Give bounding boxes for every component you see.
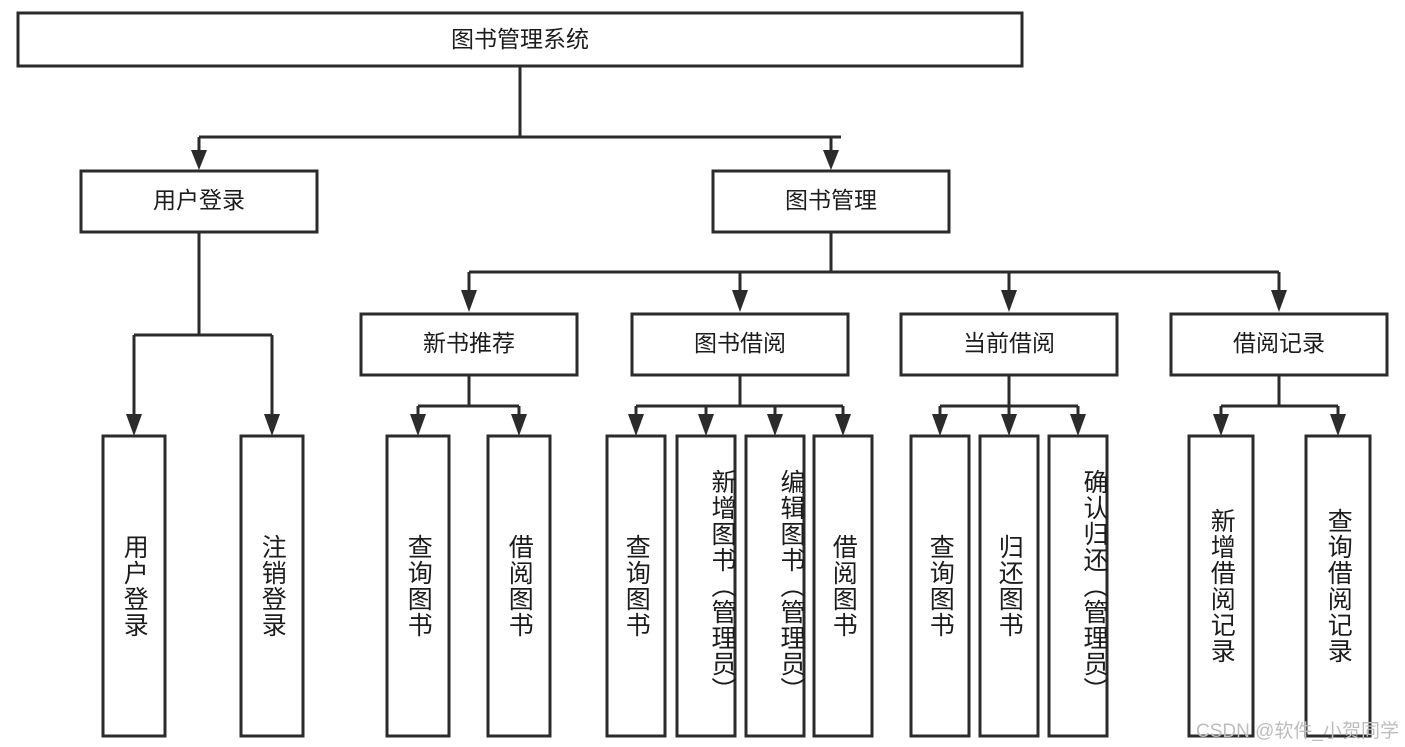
node-borrow-record-box[interactable]	[1169, 312, 1389, 377]
arrow-head-leaf-new-book-1	[511, 414, 527, 436]
arrow-head-leaf-current-borrow-2	[1070, 414, 1086, 436]
leaf-box-current-borrow-2[interactable]	[1047, 434, 1109, 738]
leaf-box-borrow-record-0[interactable]	[1187, 434, 1255, 738]
csdn-watermark: CSDN @软件_小贺同学	[1196, 721, 1399, 742]
arrow-head-book-manage	[823, 150, 839, 170]
arrow-head-new-book	[461, 290, 477, 312]
node-user-login[interactable]: 用户登录	[79, 169, 319, 234]
connector-group-current-borrow	[932, 375, 1086, 436]
leaf-boxes-book-borrow	[605, 434, 874, 738]
leaf-box-new-book-1[interactable]	[486, 434, 552, 738]
leaf-boxes-borrow-record	[1187, 434, 1372, 738]
arrow-head-leaf-book-borrow-2	[767, 414, 783, 436]
leaf-box-book-borrow-1[interactable]	[675, 434, 737, 738]
arrow-head-leaf-book-borrow-0	[628, 414, 644, 436]
connector-group-root	[191, 67, 841, 170]
node-root-label: 图书管理系统	[451, 26, 589, 52]
leaf-boxes-current-borrow	[909, 434, 1109, 738]
node-book-borrow-box[interactable]	[630, 312, 850, 377]
leaf-box-book-borrow-3[interactable]	[812, 434, 874, 738]
node-new-book-recommend-label: 新书推荐	[423, 330, 515, 356]
node-user-login-box[interactable]	[79, 169, 319, 234]
arrow-head-leaf-current-borrow-1	[1001, 414, 1017, 436]
leaf-box-current-borrow-0[interactable]	[909, 434, 971, 738]
node-root-box[interactable]	[16, 11, 1024, 68]
node-current-borrow[interactable]: 当前借阅	[899, 312, 1119, 377]
arrow-head-user-login	[191, 150, 207, 170]
leaf-box-new-book-0[interactable]	[385, 434, 451, 738]
leaf-box-current-borrow-1[interactable]	[978, 434, 1040, 738]
arrow-head-current-borrow	[1001, 290, 1017, 312]
arrow-head-borrow-record	[1271, 290, 1287, 312]
arrow-head-book-borrow	[732, 290, 748, 312]
node-current-borrow-label: 当前借阅	[963, 330, 1055, 356]
arrow-head-leaf-book-borrow-1	[698, 414, 714, 436]
leaf-box-book-borrow-2[interactable]	[744, 434, 806, 738]
connector-group-borrow-record	[1213, 375, 1346, 436]
leaf-box-user-login-1[interactable]	[239, 434, 305, 738]
node-book-manage-label: 图书管理	[785, 187, 877, 213]
node-borrow-record[interactable]: 借阅记录	[1169, 312, 1389, 377]
node-book-borrow-label: 图书借阅	[694, 330, 786, 356]
arrow-head-leaf-borrow-record-0	[1213, 414, 1229, 436]
node-book-manage[interactable]: 图书管理	[711, 169, 951, 234]
node-new-book-recommend-box[interactable]	[359, 312, 579, 377]
arrow-head-leaf-current-borrow-0	[932, 414, 948, 436]
node-new-book-recommend[interactable]: 新书推荐	[359, 312, 579, 377]
connector-group-new-book	[410, 375, 527, 436]
node-borrow-record-label: 借阅记录	[1233, 330, 1325, 356]
arrow-head-leaf-book-borrow-3	[835, 414, 851, 436]
node-book-borrow[interactable]: 图书借阅	[630, 312, 850, 377]
connector-group-user-login	[126, 232, 280, 436]
node-book-manage-box[interactable]	[711, 169, 951, 234]
node-root[interactable]: 图书管理系统	[16, 11, 1024, 68]
leaf-box-book-borrow-0[interactable]	[605, 434, 667, 738]
leaf-boxes-new-book-recommend	[385, 434, 552, 738]
leaf-boxes-user-login	[101, 434, 305, 738]
connector-group-book-borrow	[628, 375, 851, 436]
arrow-head-leaf-user-login-0	[126, 414, 142, 436]
leaf-box-user-login-0[interactable]	[101, 434, 167, 738]
connector-group-book-manage	[461, 232, 1287, 312]
arrow-head-leaf-new-book-0	[410, 414, 426, 436]
node-user-login-label: 用户登录	[153, 187, 245, 213]
arrow-head-leaf-borrow-record-1	[1330, 414, 1346, 436]
node-current-borrow-box[interactable]	[899, 312, 1119, 377]
arrow-head-leaf-user-login-1	[264, 414, 280, 436]
leaf-box-borrow-record-1[interactable]	[1304, 434, 1372, 738]
